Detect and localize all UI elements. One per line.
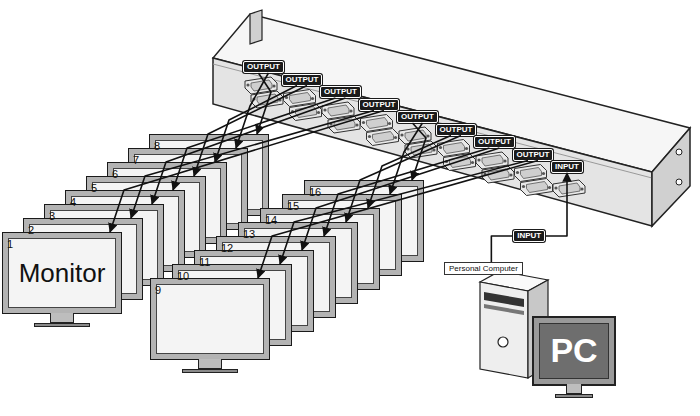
drive-bay bbox=[484, 304, 524, 315]
port-label: OUTPUT bbox=[247, 63, 280, 71]
port-tag: OUTPUT bbox=[282, 74, 323, 86]
port-label: OUTPUT bbox=[401, 113, 434, 121]
monitor-number: 6 bbox=[112, 168, 118, 180]
port-tag: INPUT bbox=[551, 161, 583, 173]
rack-hole bbox=[676, 149, 682, 155]
cable-connector bbox=[131, 111, 374, 219]
port-tag: OUTPUT bbox=[320, 86, 361, 98]
cable-label: INPUT bbox=[513, 230, 545, 242]
rack-ear bbox=[652, 128, 690, 226]
screen-text: PC bbox=[540, 320, 608, 380]
port-label: INPUT bbox=[517, 232, 541, 240]
monitor-stand bbox=[50, 313, 74, 323]
port-tag: OUTPUT bbox=[243, 61, 284, 73]
cable-connector bbox=[258, 161, 538, 279]
monitor-number: 13 bbox=[243, 228, 255, 240]
rack-ear bbox=[250, 10, 262, 44]
monitor-number: 5 bbox=[91, 182, 97, 194]
monitor-base bbox=[555, 394, 593, 398]
port-label: INPUT bbox=[555, 163, 579, 171]
cable-connector bbox=[152, 98, 345, 204]
port-label: OUTPUT bbox=[478, 138, 511, 146]
cable-connector bbox=[194, 86, 307, 177]
power-button bbox=[498, 337, 508, 347]
device-label: Personal Computer bbox=[449, 264, 518, 273]
label-box: Personal Computer bbox=[444, 262, 523, 275]
drive-bay bbox=[484, 292, 524, 307]
monitor-number: 14 bbox=[265, 214, 277, 226]
monitor-number: 4 bbox=[70, 196, 76, 208]
monitor: 1Monitor bbox=[2, 232, 122, 314]
cable-connector bbox=[491, 173, 567, 262]
port-tag: OUTPUT bbox=[359, 99, 400, 111]
monitor-number: 8 bbox=[154, 140, 160, 152]
monitor-number: 3 bbox=[49, 210, 55, 222]
monitor-number: 2 bbox=[28, 224, 34, 236]
port-tag: OUTPUT bbox=[474, 136, 515, 148]
port-label: OUTPUT bbox=[363, 101, 396, 109]
port-label: OUTPUT bbox=[517, 151, 550, 159]
port-tag: OUTPUT bbox=[397, 111, 438, 123]
monitor-number: 11 bbox=[199, 256, 210, 268]
port-label: OUTPUT bbox=[324, 88, 357, 96]
monitor-stand bbox=[198, 359, 222, 369]
port-label: OUTPUT bbox=[440, 126, 473, 134]
monitor-number: 1 bbox=[7, 238, 13, 250]
rack-top bbox=[213, 14, 690, 172]
screen-text: Monitor bbox=[7, 258, 117, 288]
monitor-number: 7 bbox=[133, 154, 139, 166]
cable-connector bbox=[236, 73, 268, 148]
monitor-number: 10 bbox=[177, 270, 189, 282]
port-label: OUTPUT bbox=[286, 76, 319, 84]
pc-monitor: PC bbox=[532, 316, 616, 386]
port-tag: OUTPUT bbox=[513, 149, 554, 161]
monitor-base bbox=[182, 369, 239, 373]
monitor-base bbox=[34, 323, 91, 327]
monitor: 9 bbox=[150, 278, 270, 360]
pc-tower-front bbox=[480, 282, 528, 378]
monitor-number: 15 bbox=[287, 200, 299, 212]
monitor-number: 12 bbox=[221, 242, 233, 254]
monitor-stand bbox=[566, 384, 582, 394]
cable-connector bbox=[390, 123, 422, 194]
rack-hole bbox=[676, 179, 682, 185]
cable-connector bbox=[110, 111, 384, 233]
monitor-number: 9 bbox=[155, 284, 161, 296]
monitor-number: 16 bbox=[309, 186, 321, 198]
port-tag: OUTPUT bbox=[436, 124, 477, 136]
